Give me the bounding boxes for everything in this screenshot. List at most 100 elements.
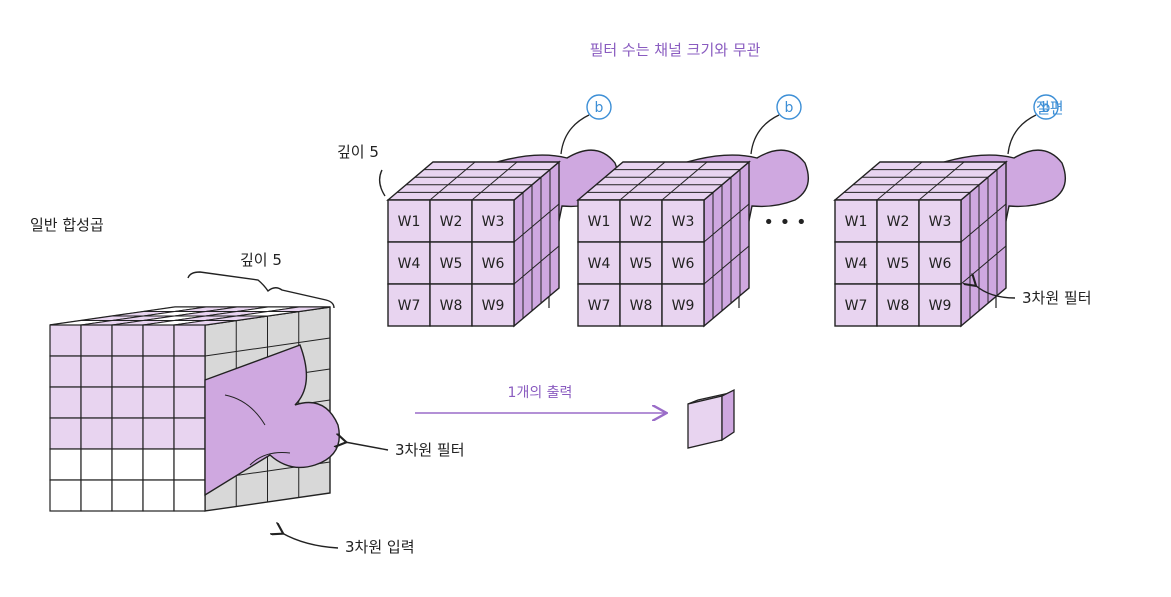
input-front-cell	[80, 448, 113, 481]
input-front-cell	[111, 448, 144, 481]
weight-cell	[429, 241, 473, 285]
input-front-cell	[49, 355, 82, 388]
weight-label: W2	[630, 214, 653, 230]
input-front-cell	[80, 479, 113, 512]
weight-cell	[834, 241, 878, 285]
weight-cell	[429, 283, 473, 327]
filter-top-col-line	[619, 161, 666, 201]
filter-side-row-line	[513, 245, 560, 285]
weight-label: W7	[845, 298, 868, 314]
weight-cell	[619, 199, 663, 243]
filter-side-row-line	[513, 203, 560, 243]
input-front-cell	[173, 386, 206, 419]
weight-cell	[834, 283, 878, 327]
weight-label: W1	[845, 214, 868, 230]
bias-connector	[1007, 114, 1037, 155]
input-front-cell	[49, 417, 82, 450]
filter-depth-label: 깊이 5	[337, 143, 379, 161]
input-top-cell	[267, 306, 331, 312]
bias-symbol: b	[1042, 100, 1051, 116]
top-title: 필터 수는 채널 크기와 무관	[590, 41, 761, 59]
weight-label: W6	[672, 256, 695, 272]
filter-top-col-line	[661, 161, 708, 201]
filter-side-row-line	[703, 245, 750, 285]
input-front-cell	[80, 355, 113, 388]
weight-label: W5	[887, 256, 910, 272]
weight-label: W3	[482, 214, 505, 230]
weight-cell	[918, 283, 962, 327]
weight-cell	[577, 241, 621, 285]
input-front-cell	[173, 479, 206, 512]
input-front-cell	[80, 417, 113, 450]
weight-label: W9	[482, 298, 505, 314]
weight-label: W9	[929, 298, 952, 314]
weight-label: W1	[398, 214, 421, 230]
weight-label: W8	[630, 298, 653, 314]
input-front-cell	[111, 479, 144, 512]
filter-arrow-mid	[345, 442, 389, 451]
input-front-cell	[49, 324, 82, 357]
weight-label: W6	[929, 256, 952, 272]
input-front-cell	[111, 386, 144, 419]
weight-cell	[471, 283, 515, 327]
blob-fold	[249, 452, 291, 466]
weight-cell	[661, 241, 705, 285]
ellipsis: • • •	[763, 212, 806, 233]
bias-circle	[586, 94, 612, 120]
bias-symbol: b	[595, 100, 604, 116]
input-depth-label: 깊이 5	[240, 251, 282, 269]
weight-label: W2	[887, 214, 910, 230]
bias-connector	[560, 114, 590, 155]
weight-cell	[876, 283, 920, 327]
filter-blob	[204, 344, 340, 497]
filter-top-col-line	[918, 161, 965, 201]
input-side-row	[204, 337, 331, 357]
filter-top-col-line	[471, 161, 518, 201]
weight-label: W4	[845, 256, 868, 272]
input-front-cell	[80, 386, 113, 419]
input-front-cell	[142, 386, 175, 419]
weight-label: W7	[588, 298, 611, 314]
input-front-cell	[80, 324, 113, 357]
weight-cell	[619, 241, 663, 285]
weight-label: W5	[440, 256, 463, 272]
input-front-cell	[142, 479, 175, 512]
input-front-cell	[49, 386, 82, 419]
weight-cell	[577, 283, 621, 327]
input-front-cell	[173, 417, 206, 450]
left-title: 일반 합성곱	[30, 216, 104, 234]
weight-label: W1	[588, 214, 611, 230]
filter-top-col-line	[429, 161, 476, 201]
bias-circle	[776, 94, 802, 120]
input-front-cell	[142, 417, 175, 450]
filter-top-col-line	[876, 161, 923, 201]
input-front-cell	[173, 355, 206, 388]
input-label: 3차원 입력	[345, 538, 415, 556]
input-front-cell	[173, 324, 206, 357]
filter-side-row-line	[960, 203, 1007, 243]
weight-cell	[619, 283, 663, 327]
input-front-cell	[49, 448, 82, 481]
input-front-cell	[111, 355, 144, 388]
filter-side-row-line	[703, 203, 750, 243]
weight-label: W8	[440, 298, 463, 314]
weight-cell	[471, 241, 515, 285]
input-front-cell	[142, 355, 175, 388]
weight-cell	[661, 283, 705, 327]
output-cube	[687, 388, 735, 449]
weight-label: W2	[440, 214, 463, 230]
input-front-cell	[111, 324, 144, 357]
input-front-cell	[142, 448, 175, 481]
input-arrow	[282, 533, 339, 549]
bias-symbol: b	[785, 100, 794, 116]
filter-label-mid: 3차원 필터	[395, 441, 465, 459]
weight-cell	[834, 199, 878, 243]
weight-label: W5	[630, 256, 653, 272]
weight-label: W3	[672, 214, 695, 230]
blob-fold	[224, 394, 266, 426]
